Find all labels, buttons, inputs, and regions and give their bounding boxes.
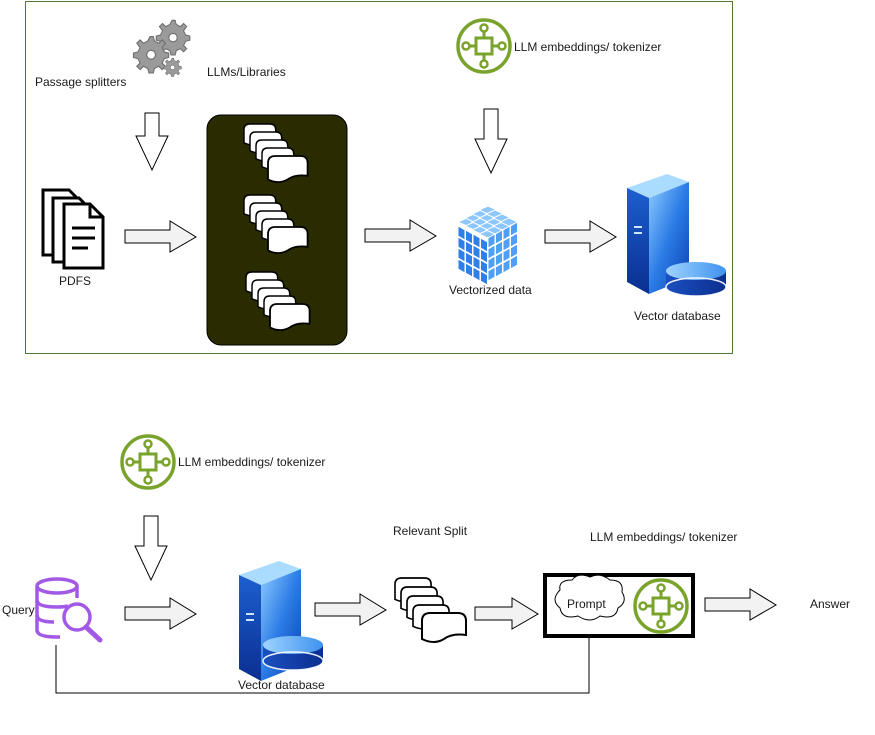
prompt-embeddings-label: LLM embeddings/ tokenizer	[590, 530, 738, 544]
down-arrow-splitters	[135, 112, 169, 172]
relevant-split-icon	[394, 577, 467, 643]
embeddings-icon	[456, 18, 512, 74]
passage-splitters-label: Passage splitters	[35, 75, 127, 89]
embeddings-icon-prompt	[633, 578, 689, 634]
pdf-documents-icon	[41, 188, 105, 270]
relevant-split-label: Relevant Split	[393, 524, 468, 538]
prompt-label: Prompt	[567, 597, 606, 611]
llm-libraries-label: LLMs/Libraries	[207, 65, 286, 79]
arrow-prompt-to-answer	[704, 588, 777, 621]
arrow-vectors-to-db	[544, 220, 617, 253]
arrow-split-to-prompt	[474, 597, 539, 630]
pdfs-label: PDFS	[59, 274, 92, 288]
vector-database-icon	[627, 174, 727, 297]
vector-database-icon-query	[239, 561, 324, 681]
arrow-db-to-split	[314, 593, 387, 626]
prompt-cloud-icon	[554, 574, 625, 621]
ingestion-frame	[25, 1, 733, 354]
query-vector-database-label: Vector database	[238, 678, 325, 692]
down-arrow-embeddings	[474, 108, 508, 175]
vectorized-data-label: Vectorized data	[449, 283, 532, 297]
answer-label: Answer	[810, 597, 851, 611]
query-search-icon	[35, 577, 103, 643]
arrow-pdfs-to-llm	[124, 220, 197, 253]
arrow-query-to-db	[124, 597, 197, 630]
embeddings-label: LLM embeddings/ tokenizer	[514, 40, 662, 54]
arrow-llm-to-vectors	[364, 219, 437, 252]
vector-cube-icon	[456, 205, 520, 286]
gears-icon	[132, 19, 191, 77]
embeddings-icon-query	[120, 434, 176, 490]
query-label: Query	[2, 603, 35, 617]
query-embeddings-label: LLM embeddings/ tokenizer	[178, 455, 326, 469]
vector-database-label: Vector database	[634, 309, 721, 323]
query-to-prompt-connector	[55, 636, 590, 694]
down-arrow-query-embeddings	[134, 515, 168, 582]
